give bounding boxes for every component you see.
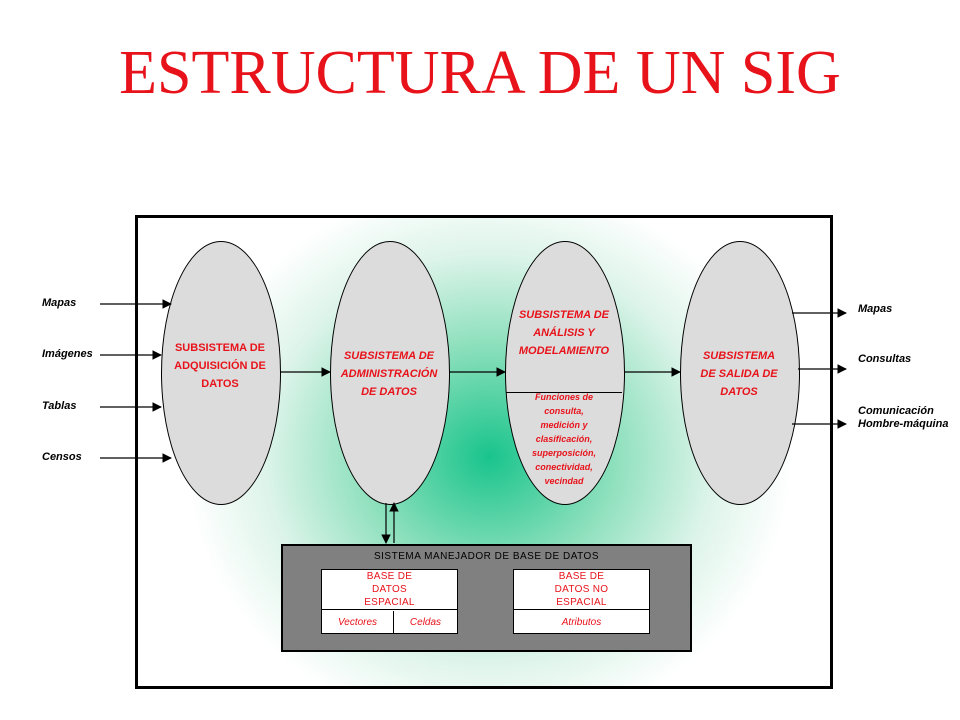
- spatial-database: BASE DE DATOS ESPACIAL Vectores Celdas: [321, 569, 458, 634]
- analysis-divider: [506, 392, 622, 393]
- dbms-title: SISTEMA MANEJADOR DE BASE DE DATOS: [373, 551, 599, 562]
- spatial-cell-celdas: Celdas: [409, 616, 442, 628]
- nonspatial-database: BASE DE DATOS NO ESPACIAL Atributos: [513, 569, 650, 634]
- output-label-comunicacion: Comunicación Hombre-máquina: [858, 405, 949, 430]
- spatial-cell-vectores: Vectores: [322, 611, 394, 633]
- output-label-consultas: Consultas: [858, 353, 912, 365]
- acquisition-label: SUBSISTEMA DE ADQUISICIÓN DE DATOS: [174, 342, 266, 390]
- output-label-mapas: Mapas: [858, 303, 893, 315]
- dbms-box: SISTEMA MANEJADOR DE BASE DE DATOS BASE …: [281, 544, 692, 652]
- nonspatial-cell-atributos: Atributos: [561, 616, 602, 628]
- administration-label: SUBSISTEMA DE ADMINISTRACIÓN DE DATOS: [340, 350, 438, 398]
- output-label: SUBSISTEMA DE SALIDA DE DATOS: [700, 350, 778, 398]
- acquisition-subsystem: [161, 241, 281, 505]
- input-label-censos: Censos: [42, 451, 82, 463]
- analysis-label: SUBSISTEMA DE ANÁLISIS Y MODELAMIENTO: [518, 309, 610, 357]
- nonspatial-database-label: BASE DE DATOS NO ESPACIAL: [514, 570, 649, 610]
- spatial-database-label: BASE DE DATOS ESPACIAL: [322, 570, 457, 610]
- analysis-functions: Funciones de consulta, medición y clasif…: [531, 392, 596, 486]
- input-label-tablas: Tablas: [42, 400, 77, 412]
- input-label-imagenes: Imágenes: [42, 348, 93, 360]
- administration-subsystem: [330, 241, 450, 505]
- page-title: ESTRUCTURA DE UN SIG: [119, 39, 841, 107]
- input-label-mapas: Mapas: [42, 297, 77, 309]
